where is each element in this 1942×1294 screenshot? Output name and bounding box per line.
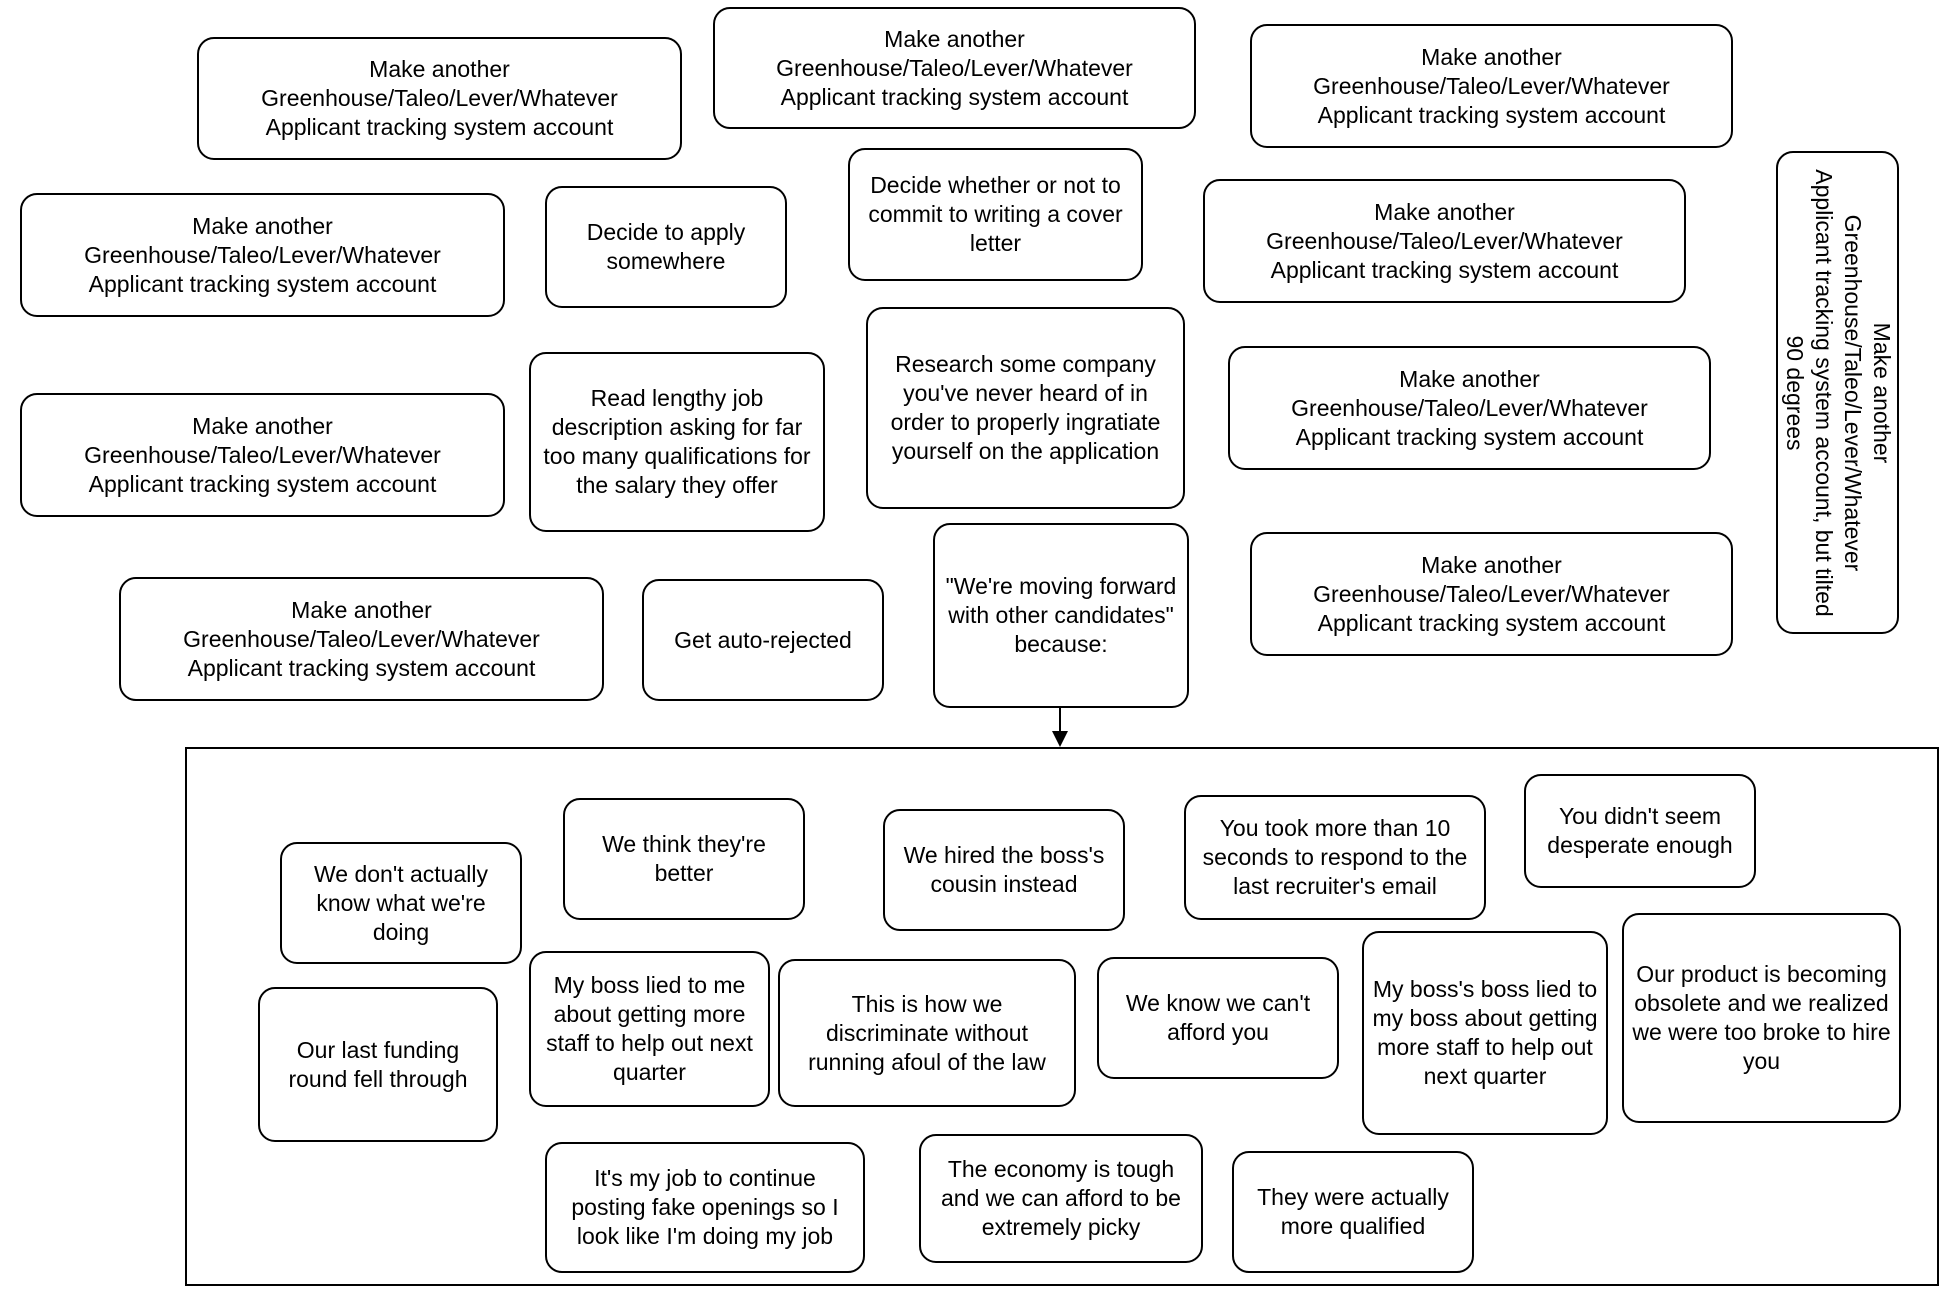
ats-account-box: Make another Greenhouse/Taleo/Lever/What… [20, 193, 505, 317]
reason-box: We know we can't afford you [1097, 957, 1339, 1079]
reason-box: We hired the boss's cousin instead [883, 809, 1125, 931]
reason-box: My boss's boss lied to my boss about get… [1362, 931, 1608, 1135]
ats-account-box: Make another Greenhouse/Taleo/Lever/What… [1203, 179, 1686, 303]
reason-box: They were actually more qualified [1232, 1151, 1474, 1273]
ats-account-box: Make another Greenhouse/Taleo/Lever/What… [713, 7, 1196, 129]
reason-box: My boss lied to me about getting more st… [529, 951, 770, 1107]
read-job-description-box: Read lengthy job description asking for … [529, 352, 825, 532]
reasons-container [185, 747, 1939, 1286]
reason-box: This is how we discriminate without runn… [778, 959, 1076, 1107]
reason-box: It's my job to continue posting fake ope… [545, 1142, 865, 1273]
ats-account-box: Make another Greenhouse/Taleo/Lever/What… [119, 577, 604, 701]
ats-account-box-tilted: Make another Greenhouse/Taleo/Lever/What… [1776, 151, 1899, 634]
decide-to-apply-box: Decide to apply somewhere [545, 186, 787, 308]
ats-account-box: Make another Greenhouse/Taleo/Lever/What… [20, 393, 505, 517]
research-company-box: Research some company you've never heard… [866, 307, 1185, 509]
reason-box: The economy is tough and we can afford t… [919, 1134, 1203, 1263]
ats-account-box: Make another Greenhouse/Taleo/Lever/What… [1250, 532, 1733, 656]
reason-box: Our product is becoming obsolete and we … [1622, 913, 1901, 1123]
reason-box: We don't actually know what we're doing [280, 842, 522, 964]
ats-account-box: Make another Greenhouse/Taleo/Lever/What… [1228, 346, 1711, 470]
reason-box: We think they're better [563, 798, 805, 920]
ats-account-box: Make another Greenhouse/Taleo/Lever/What… [1250, 24, 1733, 148]
reason-box: Our last funding round fell through [258, 987, 498, 1142]
cover-letter-box: Decide whether or not to commit to writi… [848, 148, 1143, 281]
moving-forward-box: "We're moving forward with other candida… [933, 523, 1189, 708]
ats-account-box: Make another Greenhouse/Taleo/Lever/What… [197, 37, 682, 160]
auto-rejected-box: Get auto-rejected [642, 579, 884, 701]
reason-box: You didn't seem desperate enough [1524, 774, 1756, 888]
reason-box: You took more than 10 seconds to respond… [1184, 795, 1486, 920]
